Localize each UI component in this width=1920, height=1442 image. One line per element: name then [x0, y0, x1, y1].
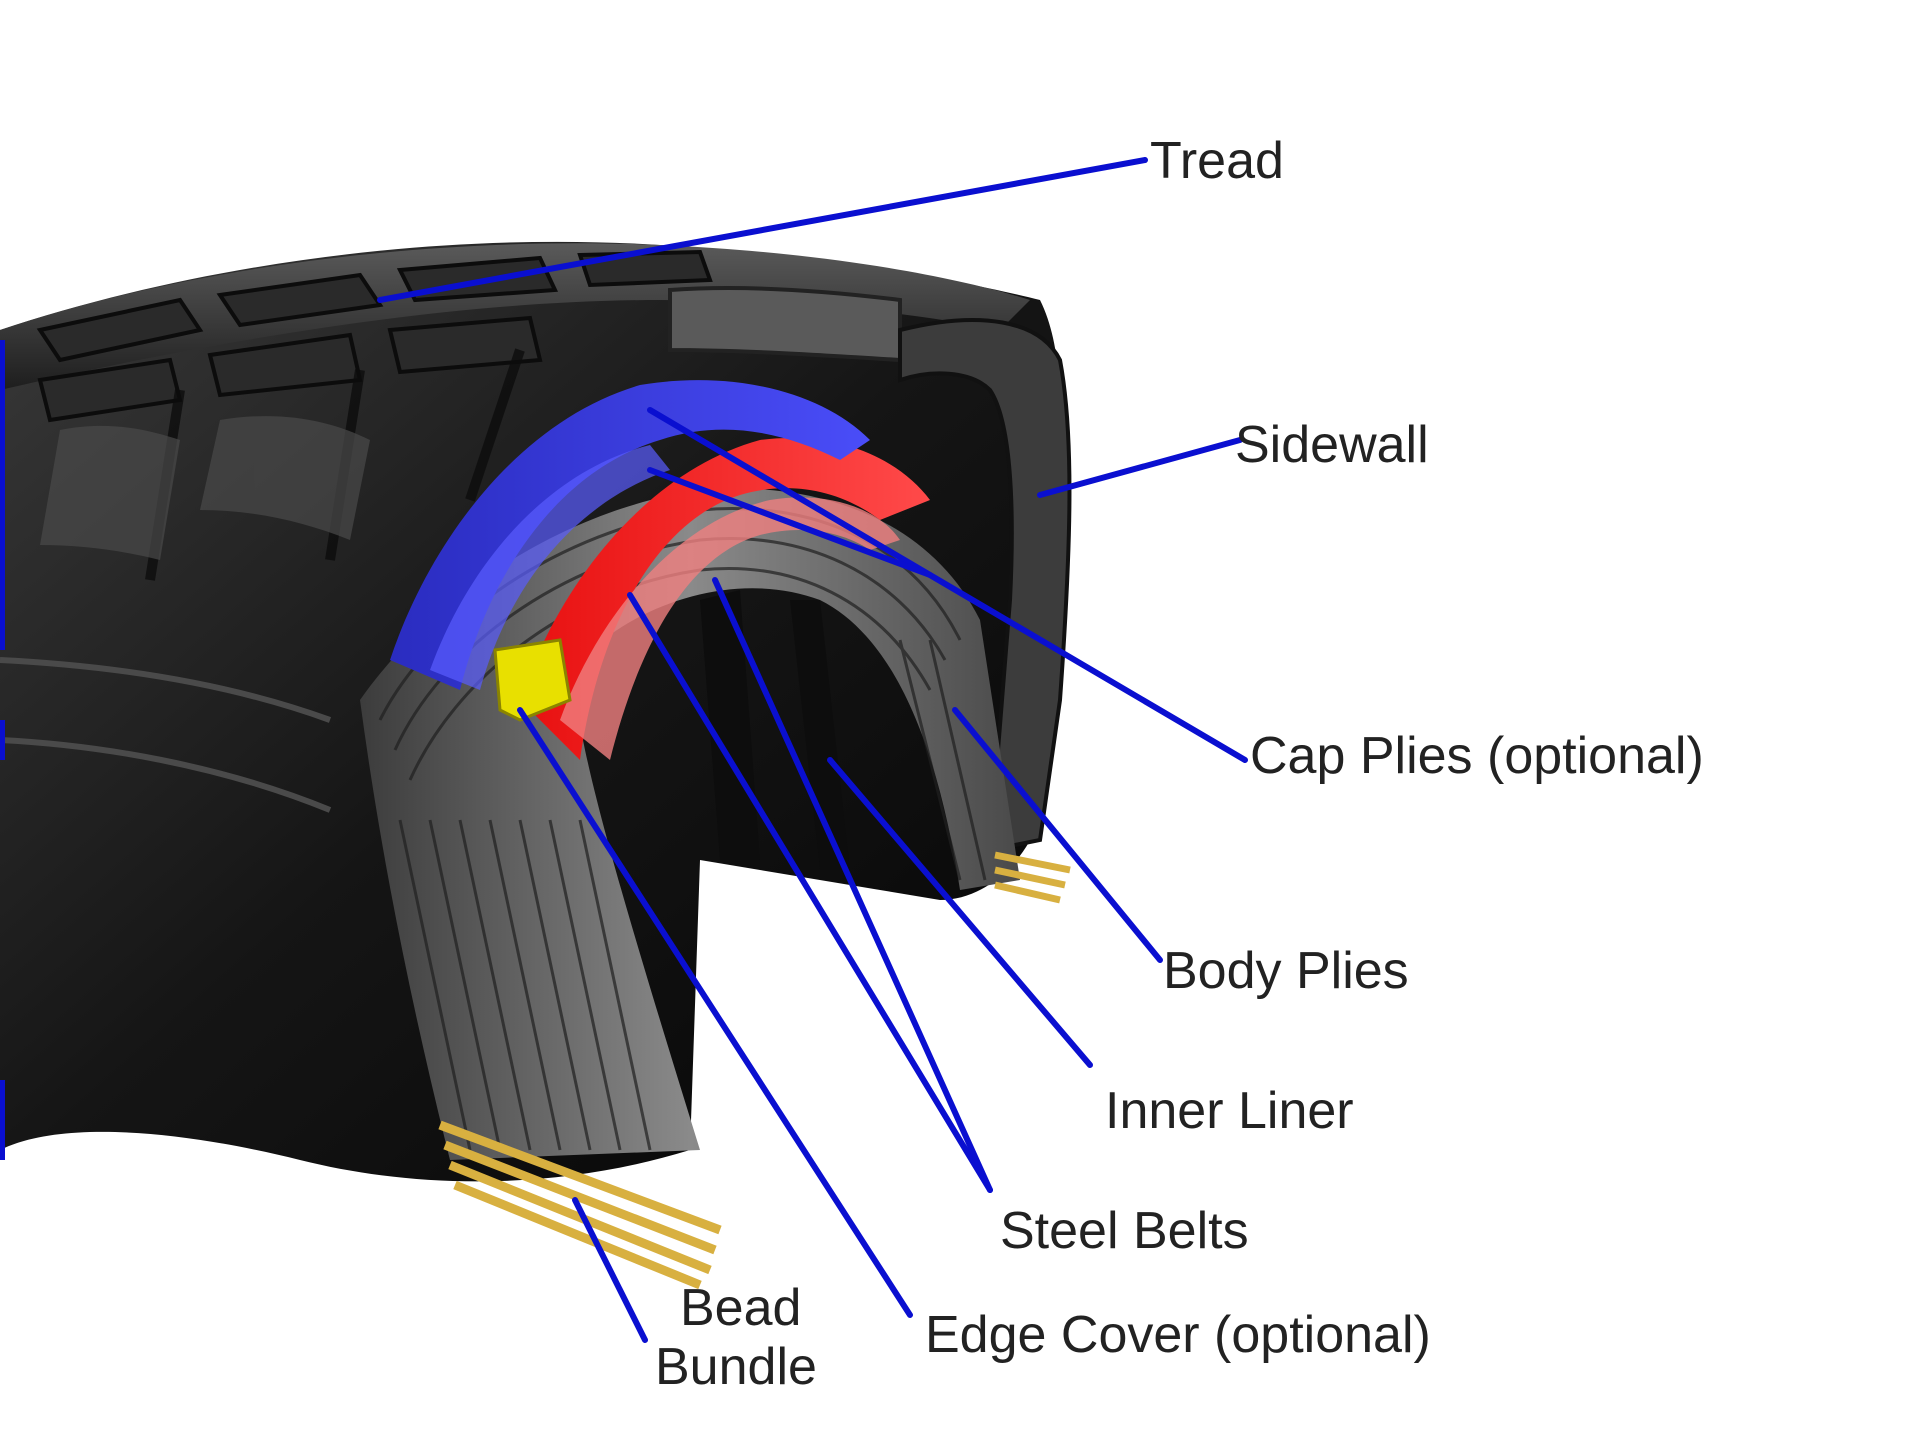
cap-plies-layer	[390, 380, 870, 690]
leader-bead-bundle	[572, 1197, 648, 1343]
labels: Tread Sidewall Cap Plies (optional) Body…	[655, 132, 1704, 1396]
leader-cap-plies-2	[647, 467, 933, 578]
bead-bundle-left	[438, 1120, 722, 1290]
label-steel-belts: Steel Belts	[1000, 1202, 1249, 1260]
leader-inner-liner	[827, 757, 1093, 1068]
leader-lines	[377, 157, 1248, 1343]
label-edge-cover: Edge Cover (optional)	[925, 1306, 1431, 1364]
tread-surface	[0, 243, 1030, 581]
leader-tread	[377, 157, 1148, 303]
label-body-plies: Body Plies	[1163, 942, 1409, 1000]
leader-sidewall	[1037, 437, 1243, 498]
label-inner-liner: Inner Liner	[1105, 1082, 1354, 1140]
steel-belts-layer	[520, 438, 930, 760]
label-sidewall: Sidewall	[1235, 416, 1429, 474]
leader-steel-belts-1	[627, 592, 993, 1193]
leader-steel-belts-2	[712, 577, 993, 1193]
edge-cover-layer	[493, 638, 572, 722]
bead-bundle-right	[994, 851, 1071, 904]
label-bead-bundle-line2: Bundle	[655, 1338, 817, 1396]
label-bead-bundle-line1: Bead	[680, 1279, 801, 1337]
label-tread: Tread	[1150, 132, 1284, 190]
leader-edge-cover	[517, 707, 913, 1318]
leader-body-plies	[952, 707, 1163, 963]
sidewall-shape	[898, 318, 1072, 853]
label-cap-plies: Cap Plies (optional)	[1250, 727, 1704, 785]
sidewall-grooves	[0, 657, 332, 813]
